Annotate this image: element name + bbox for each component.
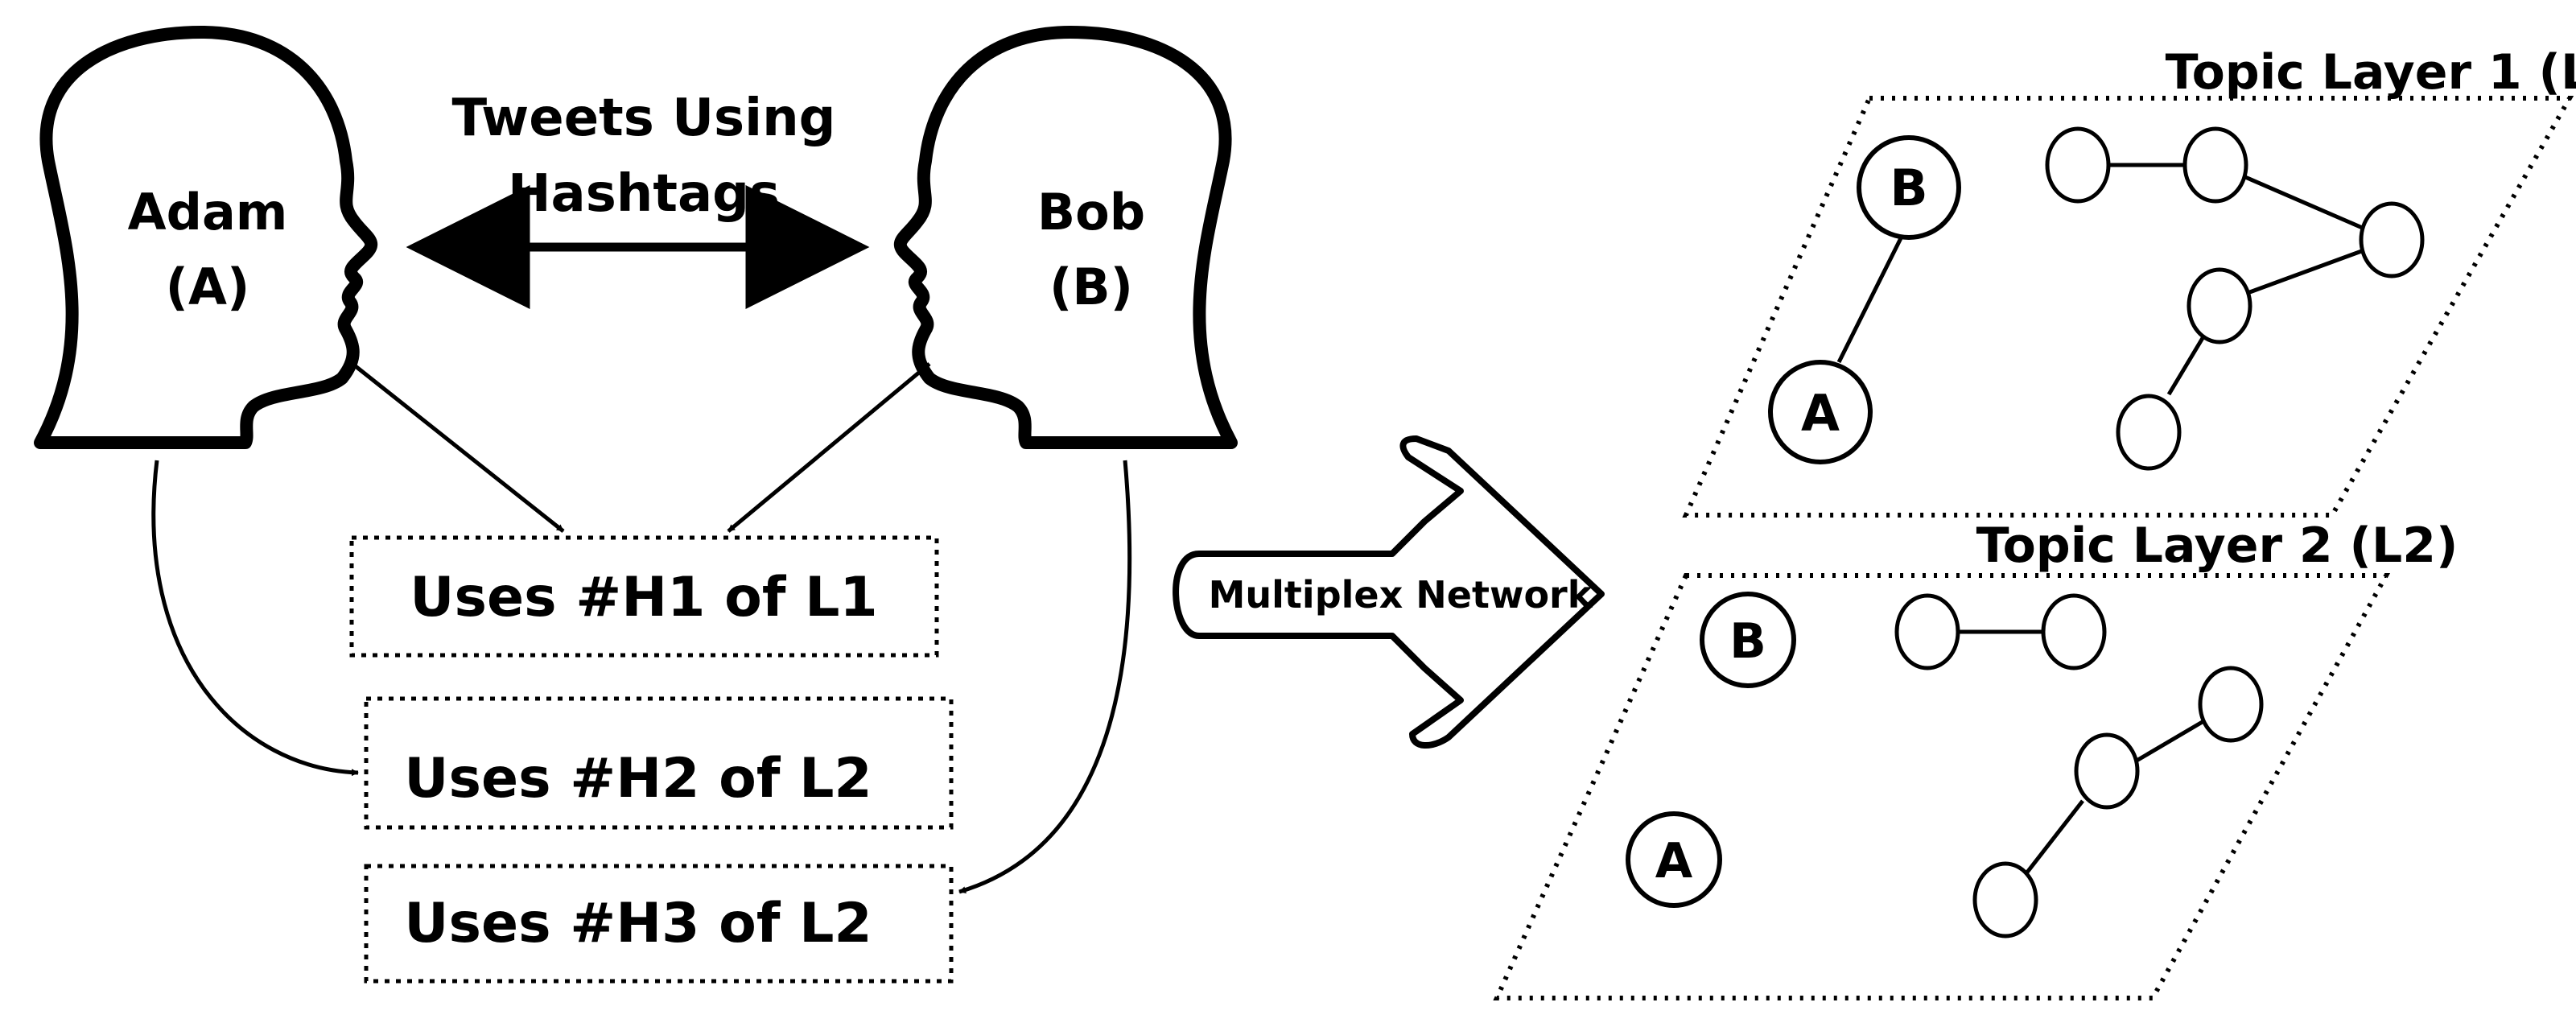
transform-arrow: Multiplex Network — [1173, 435, 1605, 749]
layer1-node-b — [1857, 135, 1961, 240]
layer2-edge-2 — [2135, 718, 2207, 763]
arrow-adam-to-h1 — [351, 362, 565, 533]
hashtag-box-h2-label: Uses #H2 of L2 — [404, 747, 872, 811]
adam-id: (A) — [166, 258, 250, 316]
adam-head: Adam (A) — [34, 26, 378, 449]
layer1-node-1 — [2045, 126, 2111, 204]
layer1-node-2 — [2182, 126, 2248, 204]
bob-id: (B) — [1049, 258, 1133, 316]
layer2-node-b-label: B — [1729, 613, 1766, 670]
topic-layer-2: Topic Layer 2 (L2) B A — [1493, 518, 2459, 1000]
layer2-node-3 — [2198, 666, 2264, 743]
layer1-node-3 — [2359, 201, 2425, 278]
hashtag-box-h3-label: Uses #H3 of L2 — [404, 892, 872, 955]
layer1-node-b-label: B — [1890, 159, 1927, 217]
layer1-node-5 — [2116, 394, 2182, 471]
hashtag-box-h3: Uses #H3 of L2 — [364, 864, 954, 984]
arrow-bob-to-h3 — [958, 460, 1132, 894]
layer2-node-b — [1700, 592, 1796, 688]
arrow-adam-to-h2 — [151, 460, 359, 777]
topic-layer-1-title: Topic Layer 1 (L1) — [2166, 44, 2576, 101]
layer2-node-2 — [2041, 593, 2107, 670]
topic-layer-1: Topic Layer 1 (L1) B A — [1682, 44, 2576, 518]
layer1-node-4 — [2187, 267, 2252, 344]
layer2-node-1 — [1894, 593, 1960, 670]
bob-head: Bob (B) — [893, 26, 1238, 449]
adam-name: Adam — [128, 183, 288, 241]
interaction-label-line2: Hashtags — [508, 164, 780, 224]
layer2-node-a-label: A — [1655, 833, 1693, 889]
layer1-edge-4 — [2166, 332, 2207, 396]
layer2-node-5 — [1972, 861, 2038, 938]
layer2-node-4 — [2074, 732, 2140, 810]
layer1-node-a — [1768, 360, 1873, 464]
arrow-bob-to-h1 — [727, 362, 931, 533]
transform-label: Multiplex Network — [1209, 573, 1593, 617]
interaction-label-line1: Tweets Using — [452, 89, 836, 148]
layer2-edge-3 — [2025, 799, 2084, 875]
topic-layer-2-title: Topic Layer 2 (L2) — [1976, 518, 2459, 574]
layer1-edge-a-b — [1836, 232, 1906, 364]
layer1-edge-2 — [2244, 175, 2367, 232]
layer1-edge-3 — [2244, 247, 2367, 296]
hashtag-box-h2: Uses #H2 of L2 — [364, 696, 954, 830]
hashtag-box-h1-label: Uses #H1 of L1 — [410, 566, 877, 629]
bob-name: Bob — [1037, 183, 1145, 241]
layer1-node-a-label: A — [1801, 384, 1840, 443]
hashtag-box-h1: Uses #H1 of L1 — [349, 535, 939, 658]
layer2-node-a — [1626, 811, 1722, 908]
